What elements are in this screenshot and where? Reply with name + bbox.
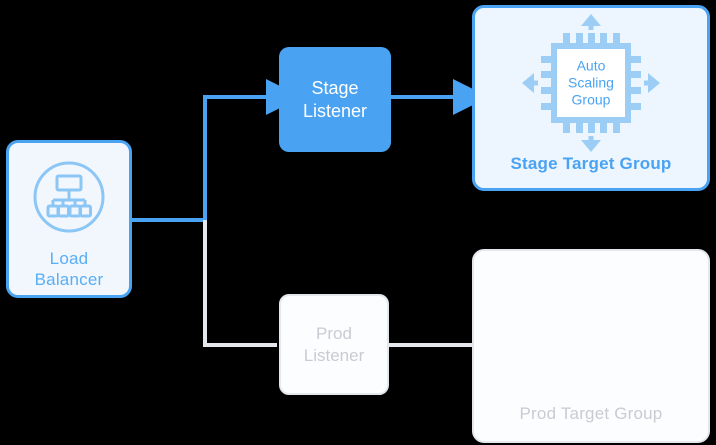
stage-listener-label-line1: Stage	[311, 77, 359, 98]
auto-scaling-group-chip-icon: Auto Scaling Group	[516, 14, 666, 152]
node-stage-listener[interactable]: Stage Listener	[279, 47, 391, 152]
prod-target-group-label: Prod Target Group	[519, 404, 663, 423]
prod-listener-label-line1: Prod	[316, 323, 352, 343]
load-balancer-label-line1: Load	[49, 249, 89, 268]
load-balancer-hierarchy-icon	[31, 159, 107, 240]
connector-lb-to-prod-listener	[203, 220, 277, 347]
connector-lb-to-stage-listener	[203, 79, 302, 220]
load-balancer-label-line2: Balancer	[34, 270, 104, 289]
prod-listener-label: Prod Listener	[304, 323, 364, 367]
node-prod-listener[interactable]: Prod Listener	[279, 294, 389, 395]
stage-target-group-label: Stage Target Group	[510, 154, 672, 173]
stage-listener-label: Stage Listener	[303, 77, 367, 123]
node-prod-target-group[interactable]: Prod Target Group	[472, 249, 710, 443]
node-load-balancer[interactable]: Load Balancer	[6, 140, 132, 298]
stage-listener-label-line2: Listener	[302, 100, 368, 121]
node-stage-target-group[interactable]: Auto Scaling Group Stage Target Group	[472, 5, 710, 191]
load-balancer-label: Load Balancer	[35, 248, 104, 290]
prod-listener-label-line2: Listener	[303, 345, 365, 365]
